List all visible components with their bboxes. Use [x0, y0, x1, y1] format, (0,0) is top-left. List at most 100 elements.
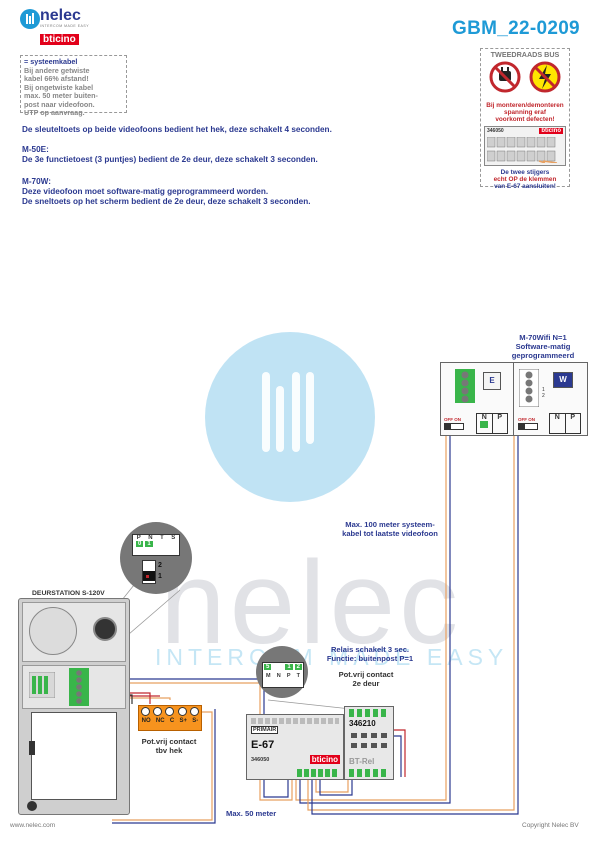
m70w-text-2: De sneltoets op het scherm bedient de 2e…: [22, 197, 311, 206]
bus-note-1: De twee stijgers: [500, 169, 550, 176]
monitor2-off-on: OFF ON: [518, 417, 535, 422]
warn-line-2: spanning eraf: [504, 109, 546, 116]
terminal-no: NO: [141, 718, 151, 724]
monitor2-dip-n: N: [550, 414, 566, 433]
door-bus-cable-2: [82, 678, 289, 798]
e67-name: E-67: [251, 739, 275, 751]
door-station-button-icon: [27, 801, 37, 811]
note-line: Bij ongetwiste kabel: [24, 82, 94, 92]
bus-cable-2: [299, 410, 451, 804]
monitor-label: M-70Wifi N=1 Software-matig geprogrammee…: [500, 333, 586, 360]
note-line: kabel 66% afstand!: [24, 74, 89, 83]
m50e-title: M-50E:: [22, 145, 49, 154]
max50-cable-2: [112, 709, 216, 824]
monitor-divider: [513, 363, 514, 435]
cable-note-1: Max. 100 meter systeem-: [345, 520, 435, 529]
monitor1-dip-n: N: [477, 414, 493, 433]
relay-zoom-dip: 5 1 2 M N P T: [262, 662, 304, 688]
monitor2-terminals: [519, 369, 539, 407]
monitor2-dip: N P: [549, 413, 581, 434]
terminal-c: C: [169, 718, 175, 724]
relay-contact-label-1: Pot.vrij contact: [338, 670, 394, 679]
door-zoom-dip: P N T S 0 1: [132, 534, 180, 556]
note-line: post naar videofoon.: [24, 99, 95, 109]
bus-cable-1: [295, 410, 447, 801]
watermark-text: nelec: [160, 537, 463, 669]
no-electricity-icon: [529, 61, 561, 93]
relay-note-1: Relais schakelt 3 sec.: [330, 645, 410, 654]
logo-brand: nelec: [40, 7, 81, 24]
footer-copyright: Copyright Nelec BV: [522, 822, 579, 829]
bus-unit-brand: bticino: [539, 128, 563, 134]
door-zoom-circle: P N T S 0 1 2 1: [120, 522, 192, 594]
gate-contact-label-1: Pot.vrij contact: [141, 737, 197, 746]
logo: nelec INTERCOM MADE EASY bticino: [40, 8, 89, 47]
e67-tag: PRIMAIR: [251, 726, 279, 734]
monitor1-off-on: OFF ON: [444, 417, 461, 422]
door-station-terminals: [69, 668, 89, 706]
bus-warning-box: TWEEDRAADS BUS Bij monteren/demonteren s…: [480, 48, 570, 190]
relay-name: BT-Rel: [349, 757, 375, 766]
relay-note-2: Functie: buitenpost P=1: [326, 654, 414, 663]
cable-note-2: kabel tot laatste videofoon: [342, 529, 438, 538]
monitor1-screen-icon: E: [483, 372, 501, 390]
footer-website: www.nelec.com: [10, 822, 56, 829]
warn-line-3: voorkomt defecten!: [495, 116, 555, 123]
bus-title: TWEEDRAADS BUS: [490, 50, 560, 59]
m70w-title: M-70W:: [22, 177, 51, 186]
note-line: UTP op aanvraag.: [24, 108, 85, 117]
logo-tagline: INTERCOM MADE EASY: [40, 24, 90, 28]
watermark-circle: [205, 332, 375, 502]
no-plug-icon: [489, 61, 521, 93]
monitor2-terminal-labels: 1 2: [542, 387, 545, 399]
terminal-s-plus: S+: [179, 718, 188, 724]
camera-icon: [93, 617, 117, 641]
cable-length-note: Max. 100 meter systeem- kabel tot laatst…: [330, 520, 450, 538]
relay-note: Relais schakelt 3 sec. Functie: buitenpo…: [310, 645, 430, 663]
door-station: [18, 598, 130, 815]
note-head: = systeemkabel: [24, 57, 78, 66]
bus-note-3: van E-67 aansluiten!: [494, 183, 556, 190]
relay-zoom-circle: 5 1 2 M N P T: [256, 646, 308, 698]
monitor-label-2: Software-matig: [515, 342, 571, 351]
monitor-panel: E OFF ON N P W 1 2 OFF ON N P: [440, 362, 588, 436]
instruction-key: De sleuteltoets op beide videofoons bedi…: [22, 125, 332, 134]
logo-bticino: bticino: [40, 34, 79, 45]
bus-note-2: echt OP de klemmen: [493, 176, 557, 183]
relay-unit: 346210 BT-Rel: [344, 706, 394, 780]
monitor2-dip-p: P: [570, 414, 576, 421]
watermark-tagline: INTERCOM MADE EASY: [155, 644, 509, 670]
door-station-terminal-area: [22, 665, 126, 709]
e67-unit: PRIMAIR E-67 346050 bticino: [246, 714, 344, 780]
monitor2-switch: [518, 423, 538, 430]
door-station-nameplate: [29, 712, 117, 800]
bus-unit-code: 346050: [487, 128, 504, 134]
door-bus-cable-1: [82, 682, 293, 801]
cable-note-box: = systeemkabel Bij andere getwiste kabel…: [20, 55, 127, 117]
nelec-logo-icon: [20, 9, 40, 29]
m70w-text-1: Deze videofoon moet software-matig gepro…: [22, 187, 269, 196]
terminal-nc: NC: [155, 718, 165, 724]
e67-brand: bticino: [309, 755, 340, 764]
e67-terminals: [297, 769, 339, 777]
e67-code: 346050: [251, 757, 270, 763]
monitor1-terminals: [455, 369, 475, 403]
monitor-label-1: M-70Wifi N=1: [519, 333, 567, 342]
relay-code: 346210: [349, 719, 376, 728]
gate-contact-label: Pot.vrij contact tbv hek: [126, 737, 212, 755]
door-zoom-switch: [142, 560, 156, 584]
note-line: max. 50 meter buiten-: [24, 91, 98, 100]
speaker-icon: [29, 607, 77, 655]
monitor1-switch: [444, 423, 464, 430]
warn-line-1: Bij monteren/demonteren: [486, 102, 564, 109]
gate-contact-label-2: tbv hek: [155, 746, 183, 755]
m50e-text: De 3e functietoest (3 puntjes) bedient d…: [22, 155, 318, 164]
note-line: Bij andere getwiste: [24, 65, 90, 75]
monitor1-dip-p: P: [497, 414, 503, 421]
max50-label: Max. 50 meter: [226, 809, 277, 818]
no-power-icons: [489, 61, 561, 93]
door-station-top: [22, 602, 126, 662]
door-station-title: DEURSTATION S-120V: [32, 590, 105, 597]
monitor2-screen-icon: W: [553, 372, 573, 388]
